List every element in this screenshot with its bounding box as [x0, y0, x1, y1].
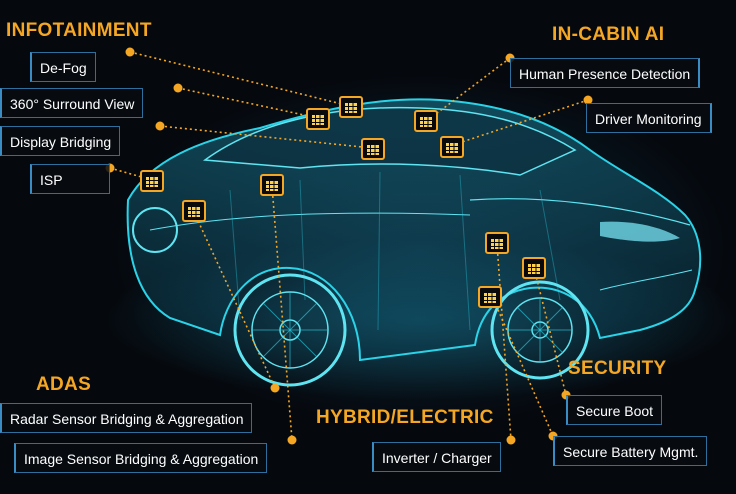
fpga-chip-icon [478, 286, 502, 308]
label-secure-battery-mgmt: Secure Battery Mgmt. [553, 436, 708, 466]
label-inverter-charger: Inverter / Charger [372, 442, 501, 472]
label-human-presence-detection: Human Presence Detection [510, 58, 701, 88]
fpga-chip-icon [414, 110, 438, 132]
label-isp: ISP [30, 164, 110, 194]
security-heading: SECURITY [568, 358, 667, 379]
label-display-bridging: Display Bridging [0, 126, 121, 156]
fpga-chip-icon [485, 232, 509, 254]
label-secure-boot: Secure Boot [566, 395, 663, 425]
infotainment-heading: INFOTAINMENT [6, 20, 152, 41]
in-cabin-ai-heading: IN-CABIN AI [552, 24, 665, 45]
hybrid-electric-heading: HYBRID/ELECTRIC [316, 407, 494, 428]
label-radar-sensor-bridging: Radar Sensor Bridging & Aggregation [0, 403, 253, 433]
fpga-chip-icon [260, 174, 284, 196]
fpga-chip-icon [522, 257, 546, 279]
fpga-chip-icon [182, 200, 206, 222]
label-driver-monitoring: Driver Monitoring [586, 103, 712, 133]
fpga-chip-icon [140, 170, 164, 192]
fpga-chip-icon [339, 96, 363, 118]
fpga-chip-icon [306, 108, 330, 130]
label-de-fog: De-Fog [30, 52, 96, 82]
fpga-chip-icon [361, 138, 385, 160]
label-360-surround-view: 360° Surround View [0, 88, 144, 118]
fpga-chip-icon [440, 136, 464, 158]
label-image-sensor-bridging: Image Sensor Bridging & Aggregation [14, 443, 268, 473]
adas-heading: ADAS [36, 374, 92, 395]
